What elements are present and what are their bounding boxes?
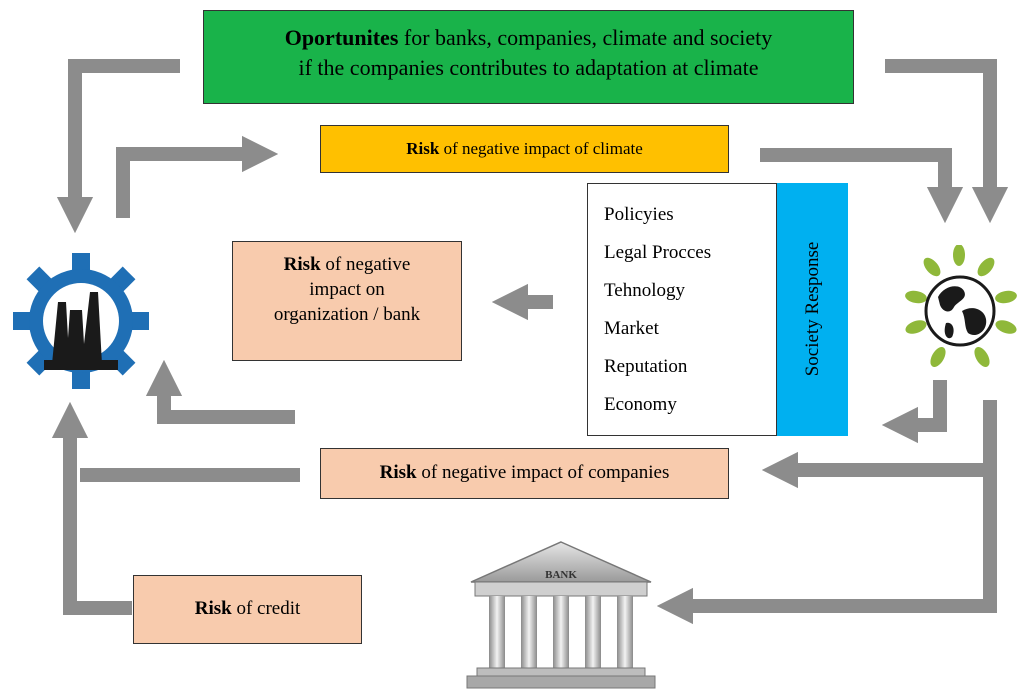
bank-label: BANK <box>545 569 577 581</box>
arrow-opportunities-to-factory <box>56 59 180 234</box>
arrow-climate-risk-to-globe <box>760 148 964 224</box>
opportunities-line2: if the companies contributes to adaptati… <box>298 55 759 80</box>
globe-leaves-icon <box>905 245 1017 367</box>
opportunities-box: Oportunites for banks, companies, climat… <box>203 10 854 104</box>
climate-risk-text: of negative impact of climate <box>439 139 643 158</box>
list-item: Market <box>604 318 659 339</box>
org-risk-line3: organization / bank <box>273 304 421 325</box>
arrow-globe-to-society <box>881 380 947 444</box>
factory-gear-icon <box>13 253 149 389</box>
companies-risk-text: of negative impact of companies <box>416 462 670 483</box>
list-item: Tehnology <box>604 280 685 301</box>
society-response-list: Policyies Legal Procces Tehnology Market… <box>604 196 711 424</box>
opportunities-keyword: Oportunites <box>284 25 399 50</box>
bank-building-icon <box>466 541 656 689</box>
org-risk-keyword: Risk <box>283 254 321 275</box>
list-item: Policyies <box>604 204 674 225</box>
arrow-opportunities-to-globe <box>885 59 1009 224</box>
arrow-globe-to-bank <box>656 465 997 625</box>
companies-risk-box: Risk of negative impact of companies <box>320 448 729 499</box>
society-response-box: Policyies Legal Procces Tehnology Market… <box>587 183 848 436</box>
org-risk-line2: impact on <box>309 279 385 300</box>
list-item: Reputation <box>604 356 688 377</box>
credit-risk-keyword: Risk <box>194 598 232 619</box>
opportunities-line1: Oportunites for banks, companies, climat… <box>204 23 853 53</box>
credit-risk-text: of credit <box>231 598 301 619</box>
climate-risk-keyword: Risk <box>406 139 440 158</box>
list-item: Legal Procces <box>604 242 712 263</box>
opportunities-text: for banks, companies, climate and societ… <box>398 25 773 50</box>
companies-risk-keyword: Risk <box>379 462 417 483</box>
society-response-label: Society Response <box>802 241 823 377</box>
society-response-banner: Society Response <box>776 183 848 436</box>
org-risk-line1: Risk of negative <box>233 252 461 277</box>
list-item: Economy <box>604 394 677 415</box>
arrow-factory-to-climate-risk <box>116 135 279 218</box>
org-risk-text: of negative <box>320 254 411 275</box>
arrow-org-risk-to-factory <box>145 359 295 424</box>
org-risk-box: Risk of negative impact on organization … <box>232 241 462 361</box>
arrow-credit-to-factory <box>51 401 132 615</box>
credit-risk-box: Risk of credit <box>133 575 362 644</box>
climate-risk-box: Risk of negative impact of climate <box>320 125 729 173</box>
